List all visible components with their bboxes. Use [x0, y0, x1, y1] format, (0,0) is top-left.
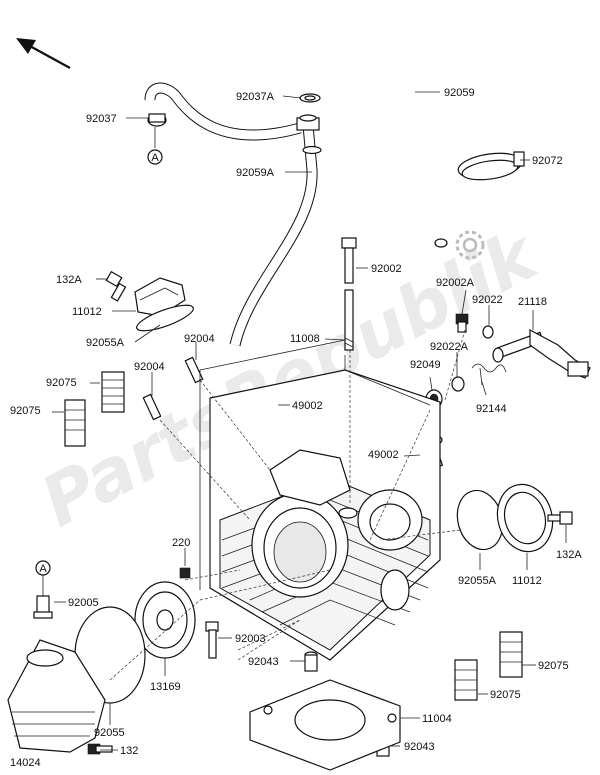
- label-92002A: 92002A: [436, 277, 475, 289]
- label-92055: 92055: [94, 727, 125, 739]
- label-220: 220: [172, 537, 190, 549]
- label-92037A: 92037A: [236, 91, 275, 103]
- leader-lines: [52, 91, 567, 751]
- label-11004: 11004: [422, 713, 452, 725]
- hose-92037: [144, 82, 302, 141]
- label-92022: 92022: [472, 294, 503, 306]
- clamp-92059A: [302, 145, 322, 155]
- label-92075-a: 92075: [46, 377, 77, 389]
- lever-21118: [492, 328, 591, 379]
- gear-icon: [455, 230, 485, 260]
- label-92059: 92059: [444, 87, 475, 99]
- cover-11012-right: [496, 483, 554, 553]
- label-92003: 92003: [235, 633, 266, 645]
- front-arrow-icon: [16, 38, 71, 69]
- bolt-92003: [205, 621, 219, 659]
- stud-92004-b: [142, 393, 162, 421]
- bolt-92002A: [455, 313, 469, 333]
- bolt-132A-right: [547, 511, 573, 525]
- ref-marker-a-top: A: [147, 127, 163, 165]
- dowels-92075-d: [454, 659, 478, 701]
- label-132A-top: 132A: [56, 274, 82, 286]
- assembly-guidelines: [199, 339, 431, 590]
- tappet-cover-14024: [7, 639, 106, 753]
- label-92004-b: 92004: [134, 361, 165, 373]
- washer-92022A: [451, 376, 465, 392]
- label-11012-right: 11012: [512, 575, 542, 587]
- label-21118: 21118: [518, 296, 547, 308]
- label-92055A-top: 92055A: [86, 337, 125, 349]
- svg-text:A: A: [151, 152, 159, 164]
- t-joint: [296, 114, 320, 131]
- clamp-92037A: [299, 93, 321, 103]
- label-92005: 92005: [68, 597, 99, 609]
- bolt-220: [179, 567, 191, 579]
- label-92075-c: 92075: [538, 660, 569, 672]
- plug-92005: [33, 595, 53, 619]
- dowels-92075-c: [499, 631, 523, 678]
- label-14024: 14024: [10, 757, 41, 769]
- hose-92059: [299, 11, 448, 248]
- bolt-92002: [341, 237, 357, 351]
- label-132: 132: [120, 745, 138, 757]
- label-92075-b: 92075: [10, 405, 41, 417]
- dowel-92043-a: [304, 651, 318, 672]
- cap-11012-top: [134, 277, 194, 332]
- label-92075-d: 92075: [490, 689, 521, 701]
- washer-92022: [482, 325, 494, 339]
- label-92055A-right: 92055A: [458, 575, 497, 587]
- label-92043-a: 92043: [248, 656, 279, 668]
- label-13169: 13169: [150, 681, 181, 693]
- dowels-92075-b: [64, 399, 86, 447]
- label-49002-a: 49002: [292, 400, 323, 412]
- label-92004-a: 92004: [184, 333, 215, 345]
- clamp-92072: [457, 151, 525, 181]
- label-92049: 92049: [410, 359, 441, 371]
- label-11012-top: 11012: [72, 306, 102, 318]
- stud-92004-a: [184, 356, 204, 384]
- svg-text:A: A: [39, 563, 47, 575]
- label-92072: 92072: [532, 155, 563, 167]
- label-92043-b: 92043: [404, 741, 435, 753]
- label-92002: 92002: [371, 263, 402, 275]
- label-11008: 11008: [290, 333, 320, 345]
- side-cover-13169: [134, 581, 196, 659]
- bolt-132: [87, 743, 113, 755]
- label-92022A: 92022A: [430, 341, 469, 353]
- dowels-92075-a: [101, 371, 125, 413]
- label-92144: 92144: [476, 403, 507, 415]
- head-gasket-11004: [249, 679, 401, 771]
- cylinder-head-11008: [209, 369, 441, 661]
- label-92059A: 92059A: [236, 167, 275, 179]
- label-132A-right: 132A: [556, 549, 582, 561]
- label-92037: 92037: [86, 113, 117, 125]
- bolt-132A-top: [105, 270, 127, 302]
- hose-92059A: [229, 124, 318, 347]
- part-labels: 92059 92037A 92037 92059A 92072 92002 13…: [10, 87, 582, 769]
- label-49002-b: 49002: [368, 449, 399, 461]
- clamp-92037: [147, 113, 167, 127]
- ref-marker-a-bottom: A: [35, 560, 51, 596]
- spring-92144: [471, 363, 507, 386]
